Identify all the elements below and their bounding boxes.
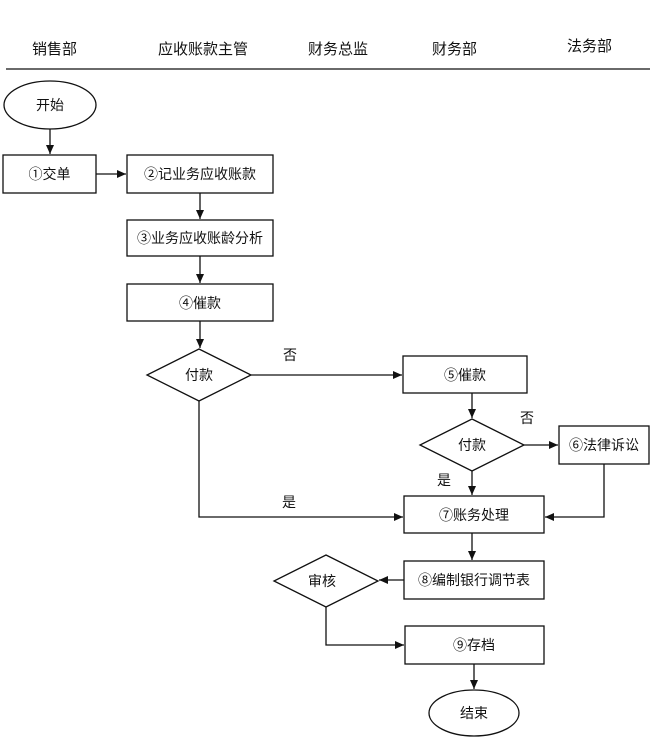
step5-label: ⑤催款 <box>444 368 486 384</box>
lane-finance-dept: 财务部 <box>432 40 478 58</box>
arrow-decision1-yes <box>198 401 403 521</box>
lane-finance-director: 财务总监 <box>308 40 369 58</box>
end-node: 结束 <box>428 689 520 737</box>
step4-label: ④催款 <box>179 296 221 312</box>
step7-label: ⑦账务处理 <box>439 508 509 524</box>
decision3-label: 审核 <box>308 574 336 590</box>
step3-box: ③业务应收账龄分析 <box>126 219 274 257</box>
lane-legal-dept: 法务部 <box>567 37 613 55</box>
decision2-label: 付款 <box>458 438 486 454</box>
step9-label: ⑨存档 <box>453 638 495 654</box>
label-no-1: 否 <box>283 348 297 364</box>
label-yes-2: 是 <box>437 473 451 489</box>
start-node: 开始 <box>3 80 97 130</box>
arrow-decision3-to-step9 <box>325 607 404 649</box>
decision2-diamond: 付款 <box>418 418 526 472</box>
step8-label: ⑧编制银行调节表 <box>418 573 530 589</box>
start-label: 开始 <box>36 98 64 114</box>
step3-label: ③业务应收账龄分析 <box>137 230 263 247</box>
step1-label: ①交单 <box>29 166 71 183</box>
step4-box: ④催款 <box>126 283 274 322</box>
step5-box: ⑤催款 <box>402 355 528 394</box>
step9-box: ⑨存档 <box>404 625 545 665</box>
step6-box: ⑥法律诉讼 <box>558 425 650 465</box>
step8-box: ⑧编制银行调节表 <box>403 560 545 600</box>
step1-box: ①交单 <box>2 154 97 194</box>
end-label: 结束 <box>460 706 488 722</box>
lane-receivables-supervisor: 应收账款主管 <box>158 40 249 58</box>
decision1-diamond: 付款 <box>145 348 253 402</box>
step7-box: ⑦账务处理 <box>403 495 545 534</box>
decision3-diamond: 审核 <box>272 554 380 608</box>
label-no-2: 否 <box>520 411 534 427</box>
decision1-label: 付款 <box>185 368 213 384</box>
lane-sales: 销售部 <box>32 40 78 58</box>
step6-label: ⑥法律诉讼 <box>569 438 639 454</box>
label-yes-1: 是 <box>282 495 296 511</box>
arrow-step6-to-step7 <box>545 464 605 521</box>
step2-box: ②记业务应收账款 <box>126 154 274 194</box>
step2-label: ②记业务应收账款 <box>144 166 256 183</box>
